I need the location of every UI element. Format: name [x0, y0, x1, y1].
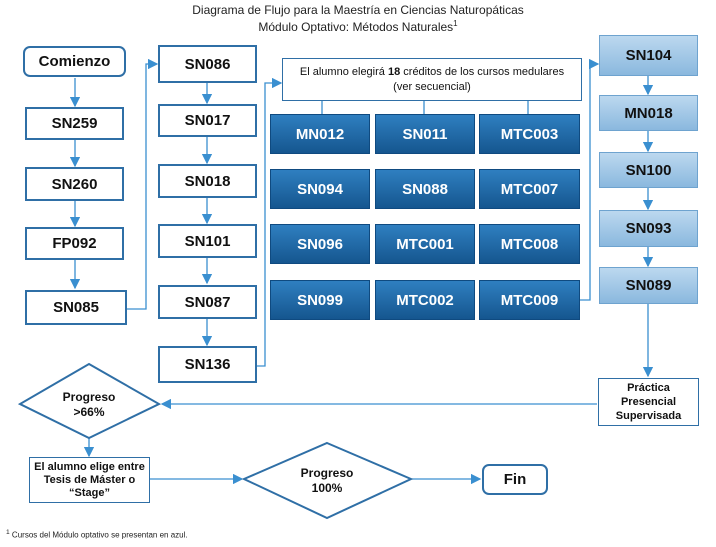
diagram-title: Diagrama de Flujo para la Maestría en Ci… — [192, 3, 524, 17]
core-course-node: MTC009 — [479, 280, 580, 320]
progress-66-decision: Progreso >66% — [44, 390, 134, 420]
end-node: Fin — [482, 464, 548, 495]
course-node: SN101 — [158, 224, 257, 258]
core-course-node: MTC003 — [479, 114, 580, 154]
progress-66-label: Progreso — [62, 390, 116, 404]
core-course-node: MTC008 — [479, 224, 580, 264]
core-note-before: El alumno elegirá — [299, 65, 388, 78]
core-note-credits: 18 — [387, 65, 401, 78]
core-courses-note: El alumno elegirá 18 créditos de los cur… — [282, 58, 582, 101]
course-node: SN018 — [158, 164, 257, 198]
course-node: SN087 — [158, 285, 257, 319]
core-course-node: MTC001 — [375, 224, 475, 264]
core-course-node: SN011 — [375, 114, 475, 154]
core-note-text: El alumno elegirá 18 créditos de los cur… — [291, 65, 573, 95]
footnote: 1 Cursos del Módulo optativo se presenta… — [6, 529, 188, 540]
thesis-or-stage-node: El alumno elige entre Tesis de Máster o … — [29, 457, 150, 503]
course-node: FP092 — [25, 227, 124, 260]
optional-course-node: SN104 — [599, 35, 698, 76]
core-course-node: MTC002 — [375, 280, 475, 320]
core-note-after: créditos de los cursos medulares (ver se… — [393, 65, 565, 93]
footnote-marker: 1 — [6, 529, 10, 536]
core-course-node: SN099 — [270, 280, 370, 320]
course-node: SN086 — [158, 45, 257, 83]
course-node: SN017 — [158, 104, 257, 137]
core-course-node: SN094 — [270, 169, 370, 209]
core-course-node: SN088 — [375, 169, 475, 209]
optional-course-node: SN089 — [599, 267, 698, 304]
progress-100-label: Progreso — [300, 466, 354, 480]
progress-100-decision: Progreso 100% — [282, 466, 372, 496]
optional-course-node: MN018 — [599, 95, 698, 131]
progress-66-value: >66% — [73, 405, 105, 419]
diagram-subtitle: Módulo Optativo: Métodos Naturales1 — [0, 19, 716, 34]
optional-course-node: SN093 — [599, 210, 698, 247]
subtitle-text: Módulo Optativo: Métodos Naturales — [258, 20, 454, 34]
start-node: Comienzo — [23, 46, 126, 77]
core-course-node: MTC007 — [479, 169, 580, 209]
course-node: SN085 — [25, 290, 127, 325]
core-course-node: MN012 — [270, 114, 370, 154]
course-node: SN259 — [25, 107, 124, 140]
course-node: SN136 — [158, 346, 257, 383]
optional-course-node: SN100 — [599, 152, 698, 188]
subtitle-footnote-marker: 1 — [453, 19, 458, 28]
core-course-node: SN096 — [270, 224, 370, 264]
progress-100-value: 100% — [311, 481, 343, 495]
supervised-practice-node: Práctica Presencial Supervisada — [598, 378, 699, 426]
course-node: SN260 — [25, 167, 124, 201]
footnote-text: Cursos del Módulo optativo se presentan … — [9, 530, 188, 540]
